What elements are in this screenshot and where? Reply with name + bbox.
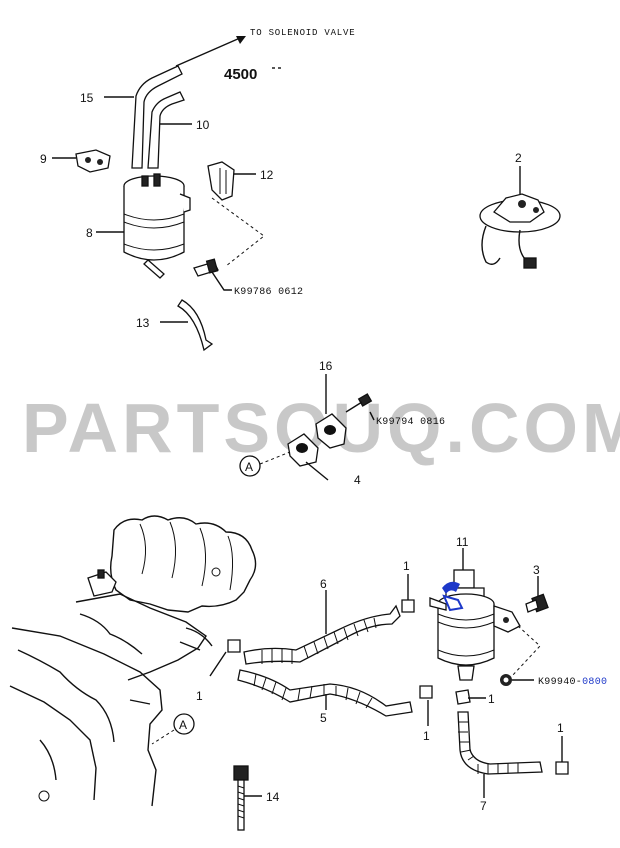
hose-15[interactable] — [131, 65, 183, 169]
hose-10[interactable] — [147, 91, 185, 169]
bracket-bolt-dashed — [511, 625, 541, 677]
leader-4 — [305, 461, 329, 481]
callout-10[interactable]: 10 — [196, 118, 210, 132]
callout-9[interactable]: 9 — [40, 152, 47, 166]
engine-block — [9, 515, 257, 807]
callout-11[interactable]: 11 — [456, 535, 469, 549]
note-to-solenoid: TO SOLENOID VALVE — [250, 28, 355, 38]
hose-13[interactable] — [177, 299, 214, 352]
clamp-1e[interactable] — [555, 761, 569, 775]
filter-clamp-highlight[interactable] — [442, 581, 464, 612]
callout-4[interactable]: 4 — [354, 473, 361, 487]
bracket-12[interactable] — [207, 161, 235, 201]
callout-13[interactable]: 13 — [136, 316, 150, 330]
callout-5[interactable]: 5 — [320, 711, 327, 725]
bracket-16[interactable] — [315, 413, 347, 449]
note-size-label: 4500 — [224, 66, 257, 83]
ref-a-top-dashed — [259, 451, 291, 465]
solenoid-arrow — [175, 36, 246, 67]
callout-1d[interactable]: 1 — [488, 692, 495, 706]
ref-a-bottom-dashed — [151, 729, 175, 745]
callout-1c[interactable]: 1 — [423, 729, 430, 743]
bolt-k99794[interactable] — [345, 393, 373, 413]
clamp-4[interactable] — [287, 433, 319, 467]
clamp-1c[interactable] — [419, 685, 433, 699]
clamp-1b[interactable] — [227, 639, 241, 653]
callout-12[interactable]: 12 — [260, 168, 274, 182]
clamp-1a[interactable] — [401, 599, 415, 613]
callout-2[interactable]: 2 — [515, 151, 522, 165]
callout-1e[interactable]: 1 — [557, 721, 564, 735]
clip-9[interactable] — [75, 149, 111, 173]
hose-6[interactable] — [243, 604, 401, 665]
svg-text:A: A — [179, 718, 187, 732]
callout-7[interactable]: 7 — [480, 799, 487, 813]
clamp-1d[interactable] — [455, 689, 471, 705]
ref-marker-a-bottom[interactable]: A — [173, 713, 195, 735]
hose-5[interactable] — [237, 669, 413, 717]
bracket-dashed-line — [211, 197, 265, 267]
partno-bolt-b[interactable]: K99794 0816 — [376, 417, 445, 428]
fuel-filter-11[interactable] — [429, 569, 495, 681]
canister-8[interactable] — [123, 173, 191, 279]
fuel-sender-2[interactable] — [479, 193, 561, 269]
leader-bolt-a — [211, 271, 232, 291]
callout-1b[interactable]: 1 — [196, 689, 203, 703]
bolt-3[interactable] — [525, 593, 549, 613]
callout-15[interactable]: 15 — [80, 91, 94, 105]
leader-1b — [209, 651, 227, 677]
callout-6[interactable]: 6 — [320, 577, 327, 591]
callout-16[interactable]: 16 — [319, 359, 333, 373]
hose-7[interactable] — [457, 711, 543, 775]
callout-8[interactable]: 8 — [86, 226, 93, 240]
leader-bolt-b — [369, 411, 375, 421]
callout-3[interactable]: 3 — [533, 563, 540, 577]
bolt-14[interactable] — [233, 765, 249, 831]
partno-bolt-c[interactable]: K99940-0800 — [538, 677, 607, 688]
callout-14[interactable]: 14 — [266, 790, 280, 804]
callout-1a[interactable]: 1 — [403, 559, 410, 573]
partno-bolt-a[interactable]: K99786 0612 — [234, 287, 303, 298]
ref-marker-a-top[interactable]: A — [239, 455, 261, 477]
bolt-k99940[interactable] — [500, 674, 512, 686]
filter-bracket[interactable] — [493, 605, 521, 633]
bolt-k99786[interactable] — [193, 258, 219, 277]
svg-text:A: A — [245, 460, 253, 474]
